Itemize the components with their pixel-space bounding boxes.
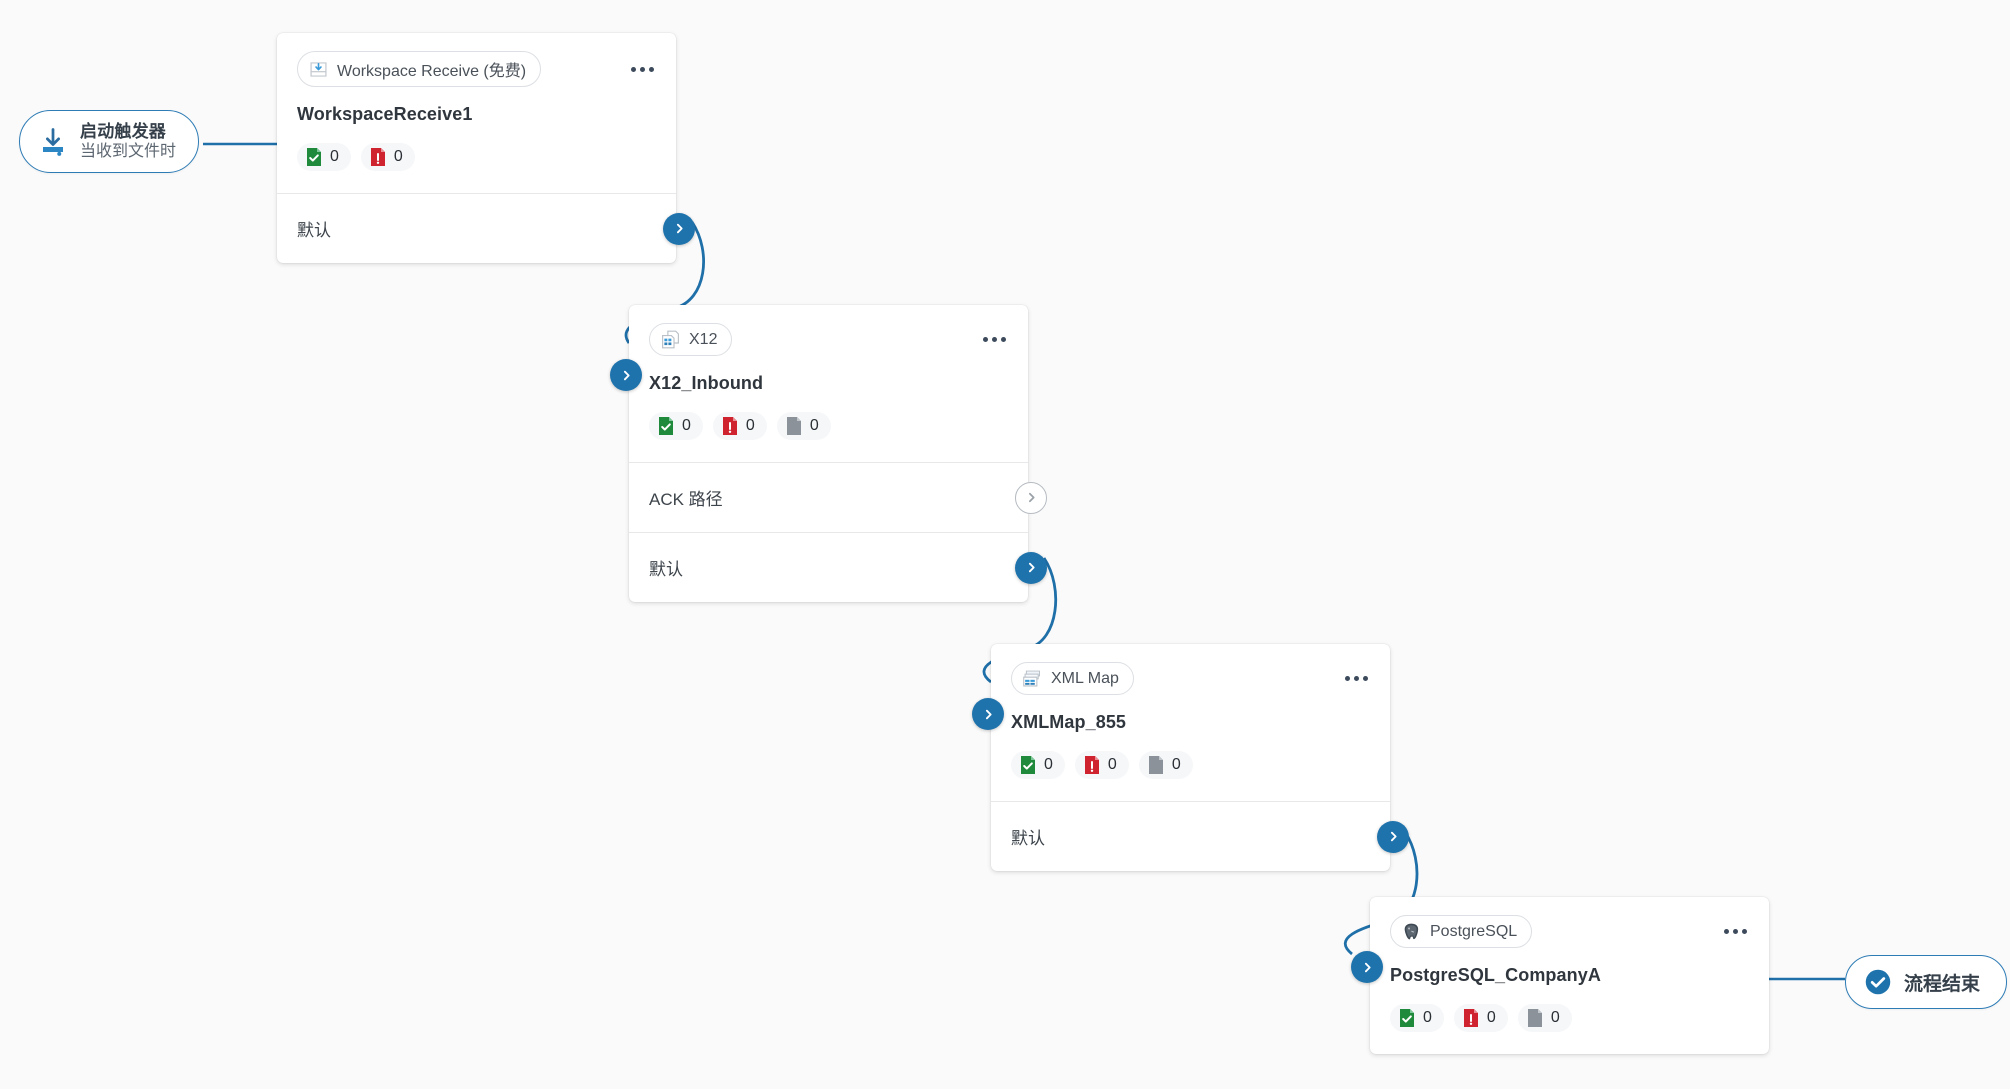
- start-trigger-node[interactable]: 启动触发器 当收到文件时: [19, 110, 200, 174]
- stat-success[interactable]: 0: [1390, 1004, 1444, 1032]
- node-header: Workspace Receive (免费) WorkspaceReceive1…: [277, 33, 676, 193]
- stat-value: 0: [330, 148, 339, 165]
- node-xml-map[interactable]: XML Map XMLMap_855 0: [972, 644, 1409, 871]
- node-stats: 0 0 0: [1390, 1004, 1749, 1054]
- node-header: X12 X12_Inbound 0: [629, 305, 1028, 462]
- end-node[interactable]: 流程结束: [1845, 955, 2008, 1009]
- check-circle-icon: [1865, 969, 1891, 995]
- trigger-subtitle: 当收到文件时: [80, 143, 177, 161]
- node-output-row[interactable]: 默认: [277, 193, 695, 263]
- stat-pending[interactable]: 0: [1517, 1004, 1572, 1032]
- chevron-right-icon: [676, 223, 683, 234]
- node-title: XMLMap_855: [1011, 712, 1127, 732]
- chevron-right-icon: [1028, 562, 1035, 573]
- node-title: WorkspaceReceive1: [297, 104, 473, 124]
- output-label: 默认: [649, 560, 683, 579]
- node-header: PostgreSQL PostgreSQL_CompanyA 0: [1370, 897, 1769, 1054]
- stat-value: 0: [1044, 756, 1053, 773]
- stat-value: 0: [1550, 1009, 1560, 1026]
- stat-error[interactable]: 0: [1453, 1004, 1508, 1032]
- stat-pending[interactable]: 0: [1138, 751, 1193, 779]
- node-workspace-receive[interactable]: Workspace Receive (免费) WorkspaceReceive1…: [277, 33, 695, 263]
- node-stats: 0 0 0: [649, 412, 1008, 462]
- stat-success[interactable]: 0: [649, 412, 703, 440]
- output-port-ack[interactable]: [1015, 481, 1047, 514]
- stat-success[interactable]: 0: [297, 143, 351, 171]
- file-success-icon: [1400, 1009, 1414, 1027]
- chevron-right-icon: [623, 370, 630, 380]
- more-options-icon[interactable]: [981, 331, 1008, 348]
- node-stats: 0 0 0: [1011, 751, 1370, 801]
- xml-map-icon: [1023, 670, 1040, 687]
- node-type-badge[interactable]: Workspace Receive (免费): [297, 51, 542, 87]
- stat-value: 0: [1486, 1009, 1496, 1026]
- node-type-label: XML Map: [1051, 669, 1119, 687]
- stat-error[interactable]: 0: [1074, 751, 1129, 779]
- postgresql-elephant-icon: [1404, 923, 1419, 940]
- file-success-icon: [307, 148, 321, 166]
- node-type-badge[interactable]: PostgreSQL: [1390, 915, 1533, 948]
- end-label: 流程结束: [1904, 973, 1981, 995]
- node-postgresql[interactable]: PostgreSQL PostgreSQL_CompanyA 0: [1351, 897, 1769, 1054]
- chevron-right-icon: [1028, 492, 1035, 503]
- file-blank-icon: [786, 417, 801, 435]
- node-type-label: Workspace Receive (免费): [337, 63, 527, 80]
- node-type-badge[interactable]: XML Map: [1011, 662, 1134, 695]
- input-port[interactable]: [1351, 951, 1383, 983]
- chevron-right-icon: [1390, 831, 1397, 842]
- node-output-row-default[interactable]: 默认: [629, 532, 1047, 602]
- node-type-label: X12: [689, 330, 718, 348]
- stat-value: 0: [1171, 756, 1181, 773]
- node-output-row-ack[interactable]: ACK 路径: [629, 462, 1047, 532]
- output-port-default[interactable]: [1377, 820, 1409, 853]
- trigger-title: 启动触发器: [80, 122, 166, 141]
- node-output-row[interactable]: 默认: [991, 801, 1409, 871]
- x12-document-icon: [662, 330, 679, 349]
- file-error-icon: [722, 417, 737, 435]
- stat-pending[interactable]: 0: [776, 412, 831, 440]
- output-label: 默认: [1011, 829, 1045, 848]
- file-blank-icon: [1148, 756, 1163, 774]
- node-stats: 0 0: [297, 143, 656, 193]
- node-type-label: PostgreSQL: [1430, 922, 1518, 940]
- file-error-icon: [1084, 756, 1099, 774]
- stat-value: 0: [1107, 756, 1117, 773]
- stat-value: 0: [393, 148, 403, 165]
- node-title: X12_Inbound: [649, 373, 764, 393]
- chevron-right-icon: [985, 709, 992, 719]
- workspace-receive-icon: [310, 61, 327, 77]
- stat-success[interactable]: 0: [1011, 751, 1065, 779]
- output-port-default[interactable]: [663, 212, 695, 245]
- stat-error[interactable]: 0: [360, 143, 415, 171]
- stat-value: 0: [1423, 1009, 1432, 1026]
- output-label: ACK 路径: [649, 490, 723, 509]
- node-header: XML Map XMLMap_855 0: [991, 644, 1390, 801]
- stat-value: 0: [682, 417, 691, 434]
- file-success-icon: [1021, 756, 1035, 774]
- more-options-icon[interactable]: [1343, 670, 1370, 687]
- stat-error[interactable]: 0: [712, 412, 767, 440]
- node-title: PostgreSQL_CompanyA: [1390, 965, 1601, 985]
- receive-file-icon: [43, 127, 63, 156]
- node-x12[interactable]: X12 X12_Inbound 0: [610, 305, 1047, 602]
- file-error-icon: [370, 148, 385, 166]
- file-success-icon: [659, 417, 673, 435]
- more-options-icon[interactable]: [1722, 923, 1749, 940]
- node-type-badge[interactable]: X12: [649, 323, 733, 356]
- input-port[interactable]: [610, 359, 642, 391]
- output-label: 默认: [297, 221, 331, 240]
- more-options-icon[interactable]: [629, 61, 656, 78]
- output-port-default[interactable]: [1015, 551, 1047, 584]
- stat-value: 0: [809, 417, 819, 434]
- chevron-right-icon: [1364, 962, 1371, 972]
- file-blank-icon: [1527, 1009, 1542, 1027]
- file-error-icon: [1463, 1009, 1478, 1027]
- input-port[interactable]: [972, 698, 1004, 730]
- stat-value: 0: [745, 417, 755, 434]
